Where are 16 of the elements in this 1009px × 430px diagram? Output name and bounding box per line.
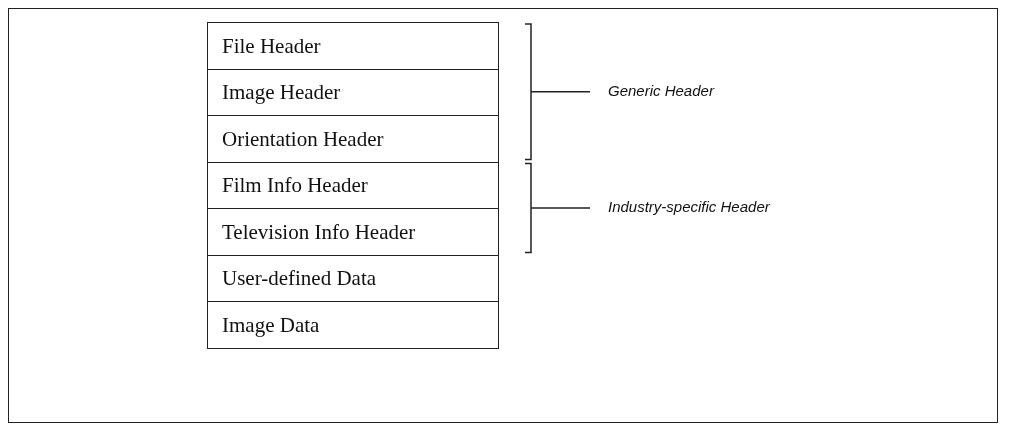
row-label: Film Info Header	[222, 173, 368, 198]
bracket-label: Generic Header	[608, 81, 714, 99]
table-row	[207, 254, 499, 303]
row-label: Orientation Header	[222, 126, 384, 152]
table-row	[207, 161, 499, 210]
table-row	[207, 115, 499, 163]
row-label: File Header	[222, 33, 321, 59]
row-label: User-defined Data	[222, 266, 377, 291]
row-label: Image Header	[222, 80, 341, 105]
table-row	[207, 22, 499, 70]
bracket-label: Industry-specific Header	[608, 198, 770, 215]
row-label: Image Data	[222, 312, 320, 338]
table-row	[207, 68, 499, 117]
table-row	[207, 208, 499, 256]
table-row	[207, 301, 499, 349]
row-label: Television Info Header	[222, 219, 416, 245]
